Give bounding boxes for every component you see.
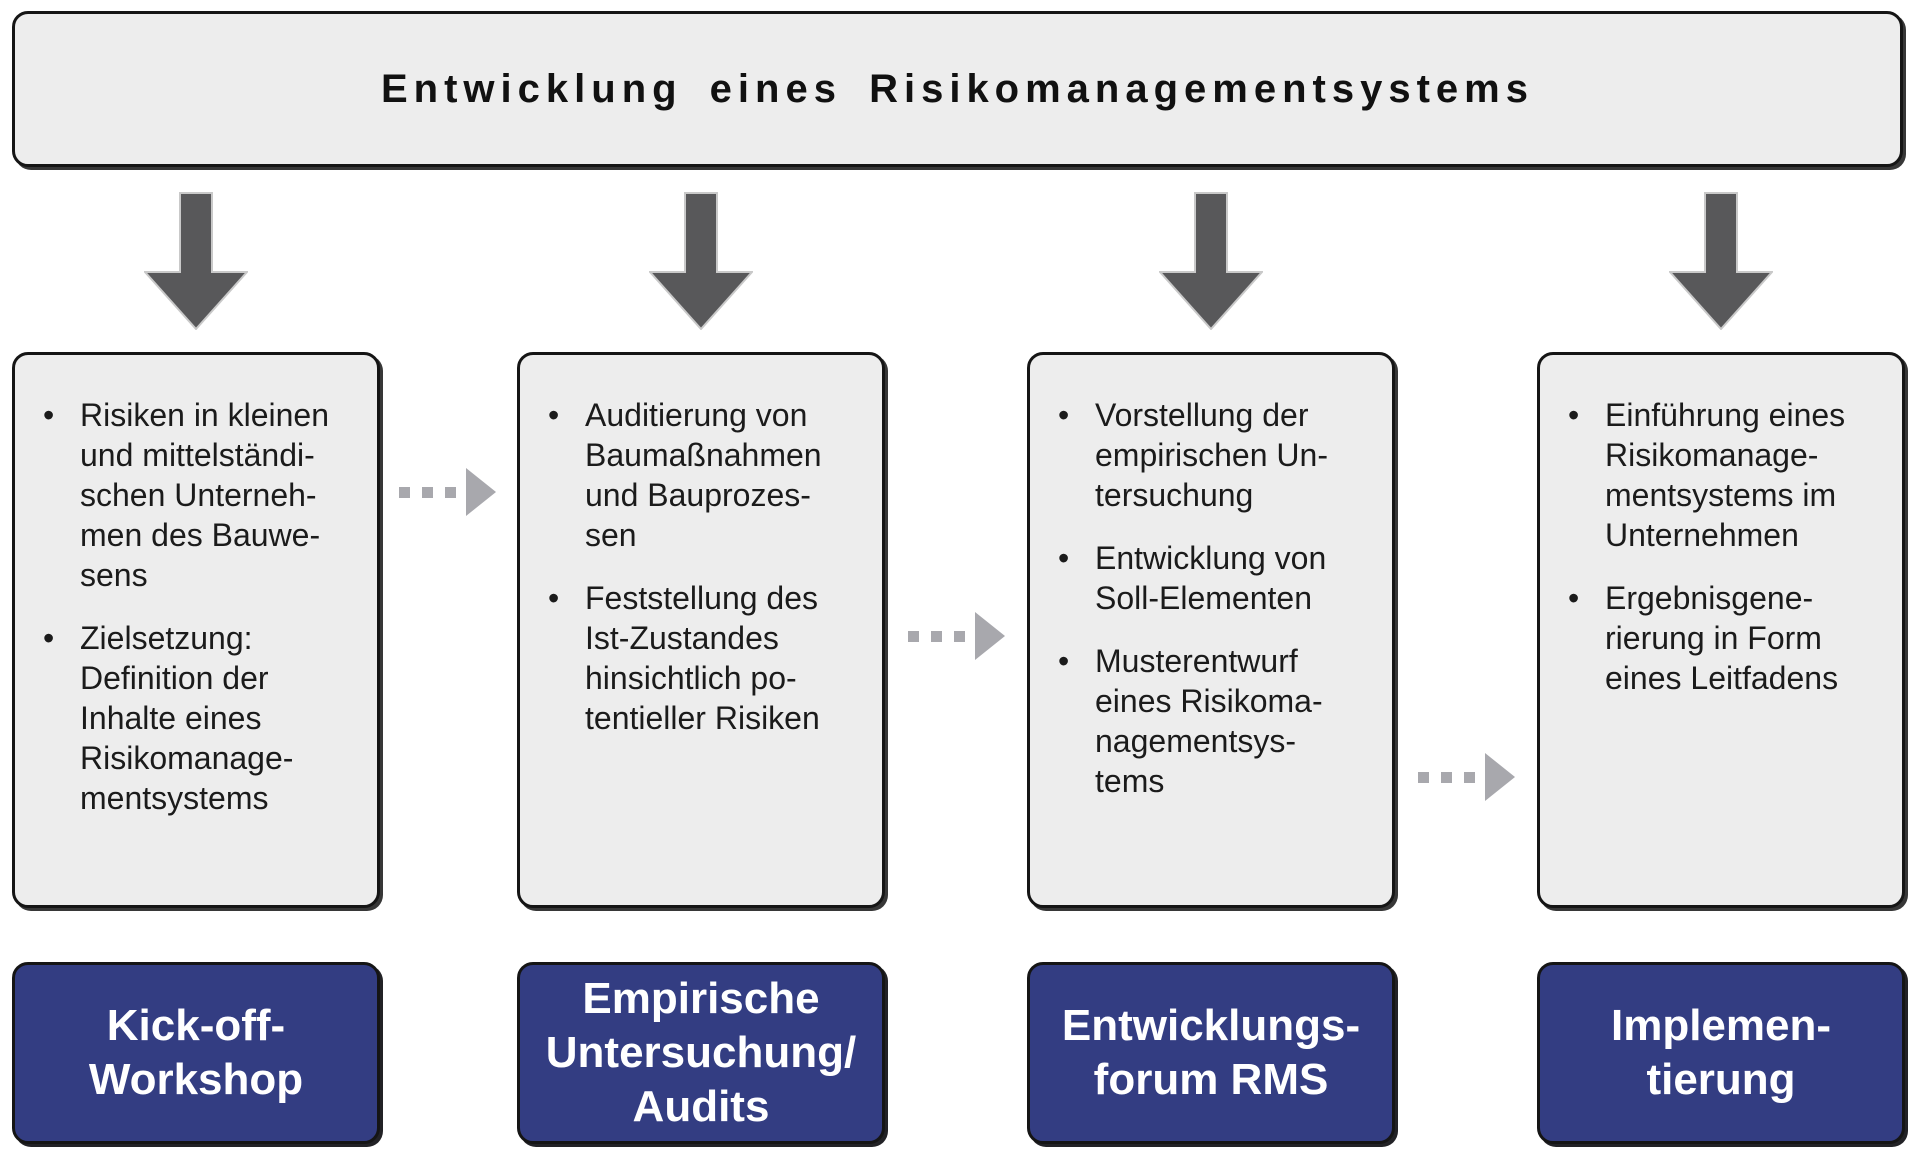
step-box-empirische-untersuchung: • Auditierung von Baumaßnahmen und Baupr… <box>517 352 885 908</box>
bullet-item: • Auditierung von Baumaßnahmen und Baupr… <box>548 395 864 555</box>
down-arrow-icon <box>1669 192 1773 330</box>
dotted-right-arrow-icon <box>908 612 1005 660</box>
bullet-text: Auditierung von Baumaßnahmen und Bauproz… <box>585 397 822 553</box>
stage-label: Empirische Untersuchung/ Audits <box>545 974 857 1131</box>
bullet-icon: • <box>1568 397 1580 433</box>
bullet-icon: • <box>43 397 55 433</box>
bullet-text: Vorstellung der empirischen Un- tersuchu… <box>1095 397 1328 513</box>
down-arrow-icon <box>1159 192 1263 330</box>
bullet-item: • Ergebnisgene- rierung in Form eines Le… <box>1568 578 1884 698</box>
dotted-right-arrow-icon <box>399 468 496 516</box>
bullet-icon: • <box>1058 397 1070 433</box>
bullet-item: • Zielsetzung: Definition der Inhalte ei… <box>43 618 359 818</box>
bullet-icon: • <box>548 580 560 616</box>
stage-label: Entwicklungs- forum RMS <box>1061 1001 1361 1104</box>
stage-box-entwicklungsforum-rms: Entwicklungs- forum RMS <box>1027 962 1395 1144</box>
bullet-text: Ergebnisgene- rierung in Form eines Leit… <box>1605 580 1839 696</box>
bullet-item: • Risiken in kleinen und mittelständi- s… <box>43 395 359 595</box>
bullet-text: Feststellung des Ist-Zustandes hinsichtl… <box>585 580 820 736</box>
bullet-text: Entwicklung von Soll-Elementen <box>1095 540 1327 616</box>
step-box-implementierung: • Einführung eines Risikomanage- mentsys… <box>1537 352 1905 908</box>
bullet-icon: • <box>548 397 560 433</box>
bullet-item: • Vorstellung der empirischen Un- tersuc… <box>1058 395 1374 515</box>
stage-label: Kick-off- Workshop <box>88 1001 304 1104</box>
stage-label: Implemen- tierung <box>1610 1001 1832 1104</box>
step-box-kick-off-workshop: • Risiken in kleinen und mittelständi- s… <box>12 352 380 908</box>
down-arrow-icon <box>144 192 248 330</box>
bullet-text: Zielsetzung: Definition der Inhalte eine… <box>80 620 294 816</box>
stage-box-empirische-untersuchung: Empirische Untersuchung/ Audits <box>517 962 885 1144</box>
bullet-icon: • <box>1568 580 1580 616</box>
page-title: Entwicklung eines Risikomanagementsystem… <box>381 66 1534 111</box>
down-arrow-icon <box>649 192 753 330</box>
stage-box-kick-off-workshop: Kick-off- Workshop <box>12 962 380 1144</box>
stage-box-implementierung: Implemen- tierung <box>1537 962 1905 1144</box>
bullet-text: Einführung eines Risikomanage- mentsyste… <box>1605 397 1846 553</box>
step-box-entwicklungsforum: • Vorstellung der empirischen Un- tersuc… <box>1027 352 1395 908</box>
bullet-text: Risiken in kleinen und mittelständi- sch… <box>80 397 330 593</box>
header-box: Entwicklung eines Risikomanagementsystem… <box>12 11 1903 167</box>
bullet-item: • Entwicklung von Soll-Elementen <box>1058 538 1374 618</box>
bullet-item: • Einführung eines Risikomanage- mentsys… <box>1568 395 1884 555</box>
bullet-item: • Feststellung des Ist-Zustandes hinsich… <box>548 578 864 738</box>
bullet-icon: • <box>1058 540 1070 576</box>
bullet-icon: • <box>43 620 55 656</box>
bullet-item: • Musterentwurf eines Risikoma- nagement… <box>1058 641 1374 801</box>
bullet-text: Musterentwurf eines Risikoma- nagementsy… <box>1095 643 1323 799</box>
dotted-right-arrow-icon <box>1418 753 1515 801</box>
bullet-icon: • <box>1058 643 1070 679</box>
